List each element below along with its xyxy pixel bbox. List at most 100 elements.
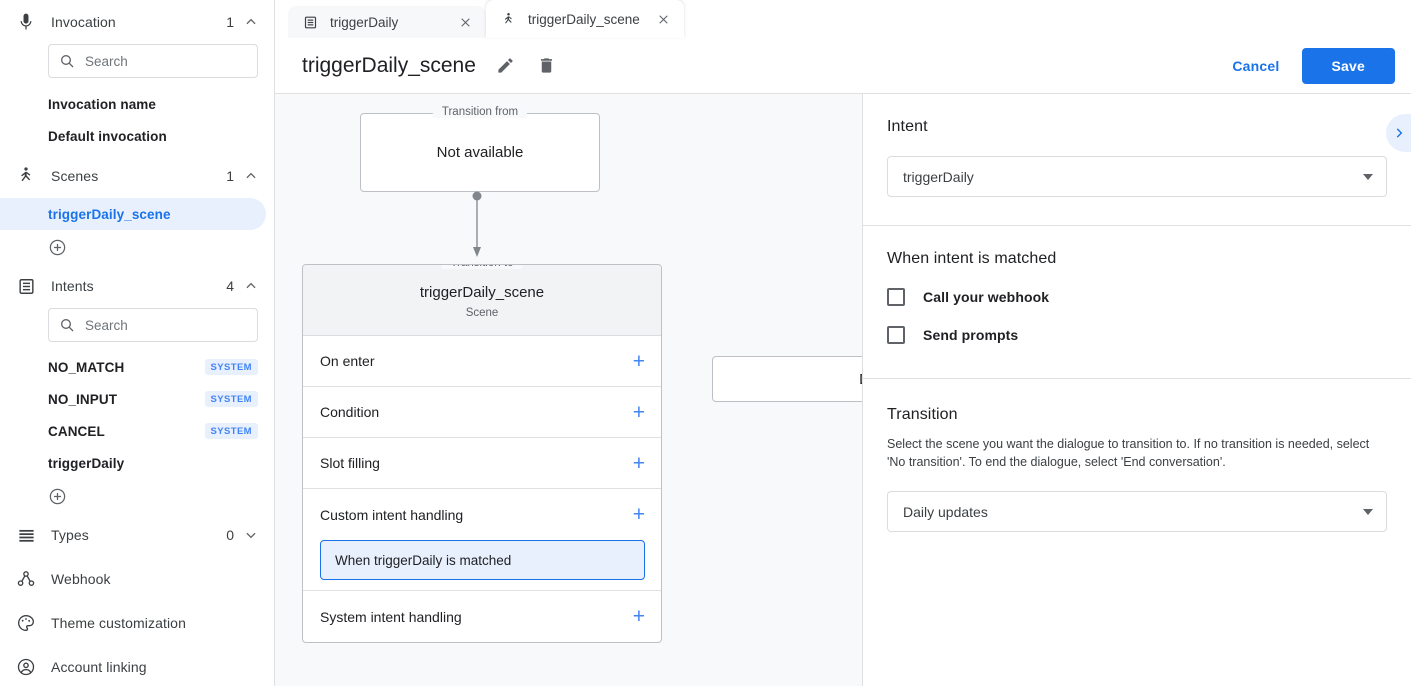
sidebar-item-triggerdaily[interactable]: triggerDaily xyxy=(0,447,274,479)
chevron-up-icon[interactable] xyxy=(244,169,258,183)
chevron-up-icon[interactable] xyxy=(244,279,258,293)
search-input[interactable] xyxy=(85,317,262,333)
scene-card-header: triggerDaily_scene Scene xyxy=(303,265,661,336)
intents-list-icon xyxy=(14,274,38,298)
add-scene-button[interactable] xyxy=(0,230,274,264)
transition-from-legend: Transition from xyxy=(432,106,528,118)
sidebar-item-label: CANCEL xyxy=(48,423,105,439)
trash-icon[interactable] xyxy=(536,55,558,77)
tab-bar: triggerDaily triggerDaily_scene xyxy=(275,0,1411,38)
scene-row-on-enter[interactable]: On enter + xyxy=(303,336,661,387)
tab-label: triggerDaily_scene xyxy=(528,11,640,27)
intents-search-wrap xyxy=(0,308,274,342)
sidebar-item-label: Webhook xyxy=(51,571,111,587)
search-input[interactable] xyxy=(85,53,262,69)
invocation-search[interactable] xyxy=(48,44,262,78)
status-badge: SYSTEM xyxy=(204,423,258,439)
sidebar-item-label: NO_INPUT xyxy=(48,391,118,407)
sidebar-item-no-input[interactable]: NO_INPUT SYSTEM xyxy=(0,383,274,415)
chevron-down-icon[interactable] xyxy=(244,528,258,542)
chevron-up-icon[interactable] xyxy=(244,15,258,29)
intent-block: Intent triggerDaily xyxy=(863,94,1411,226)
checkbox-send-prompts[interactable]: Send prompts xyxy=(887,326,1387,344)
scene-row-label: Condition xyxy=(320,404,380,420)
editor-body: Transition from Not available Transition… xyxy=(275,94,1411,686)
sidebar-item-label: triggerDaily_scene xyxy=(48,206,171,222)
chevron-right-icon[interactable] xyxy=(1386,114,1411,152)
checkbox-label: Call your webhook xyxy=(923,289,1050,305)
transition-to-legend: Transition to xyxy=(441,265,523,269)
search-icon xyxy=(61,55,74,68)
types-lines-icon xyxy=(14,523,38,547)
intent-select[interactable]: triggerDaily xyxy=(887,156,1387,197)
intent-icon xyxy=(303,14,319,30)
scene-row-system-intent-handling[interactable]: System intent handling + xyxy=(303,591,661,642)
connector-arrow-down xyxy=(472,191,482,257)
sidebar-item-triggerdaily-scene[interactable]: triggerDaily_scene xyxy=(0,198,266,230)
sidebar-section-count: 4 xyxy=(226,278,234,294)
sidebar-section-intents[interactable]: Intents 4 xyxy=(0,264,274,308)
sidebar-section-count: 1 xyxy=(226,14,234,30)
scene-card-subtitle: Scene xyxy=(465,307,499,319)
sidebar-item-theme-customization[interactable]: Theme customization xyxy=(0,601,274,645)
tab-triggerdaily[interactable]: triggerDaily xyxy=(288,6,486,38)
main-area: triggerDaily triggerDaily_scene triggerD… xyxy=(275,0,1411,686)
checkbox-call-your-webhook[interactable]: Call your webhook xyxy=(887,288,1387,306)
sidebar-item-default-invocation[interactable]: Default invocation xyxy=(0,120,274,152)
scene-person-icon xyxy=(14,164,38,188)
checkbox-box[interactable] xyxy=(887,326,905,344)
plus-icon[interactable]: + xyxy=(632,503,645,526)
plus-icon[interactable]: + xyxy=(632,400,645,424)
sidebar-item-no-match[interactable]: NO_MATCH SYSTEM xyxy=(0,351,274,383)
sidebar-section-invocation[interactable]: Invocation 1 xyxy=(0,0,274,44)
sidebar-item-label: Account linking xyxy=(51,659,147,675)
scene-row-condition[interactable]: Condition + xyxy=(303,387,661,438)
scene-row-label: On enter xyxy=(320,353,375,369)
pencil-icon[interactable] xyxy=(495,55,517,77)
when-intent-matched-block: When intent is matched Call your webhook… xyxy=(863,226,1411,379)
sidebar-section-count: 0 xyxy=(226,527,234,543)
account-circle-icon xyxy=(14,655,38,679)
sidebar-section-label: Scenes xyxy=(51,168,99,184)
close-icon[interactable] xyxy=(457,14,473,30)
search-icon xyxy=(61,319,74,332)
sidebar-item-label: Theme customization xyxy=(51,615,186,631)
transition-target-value: Dail xyxy=(859,371,862,388)
tab-label: triggerDaily xyxy=(330,14,399,30)
tab-triggerdaily-scene[interactable]: triggerDaily_scene xyxy=(486,0,684,38)
scene-graph-canvas[interactable]: Transition from Not available Transition… xyxy=(275,94,862,686)
scene-row-label: Custom intent handling xyxy=(320,506,464,523)
sidebar-item-label: triggerDaily xyxy=(48,455,125,471)
palette-icon xyxy=(14,611,38,635)
transition-target-node[interactable]: Tr Dail xyxy=(712,356,862,402)
scene-card-title: triggerDaily_scene xyxy=(419,284,545,301)
chevron-down-icon xyxy=(1363,173,1373,180)
scene-row-label: System intent handling xyxy=(320,608,462,625)
scene-row-custom-intent-handling[interactable]: Custom intent handling + xyxy=(303,489,661,540)
transition-select[interactable]: Daily updates xyxy=(887,491,1387,533)
intent-handler-chip[interactable]: When triggerDaily is matched xyxy=(320,540,645,580)
save-button[interactable]: Save xyxy=(1301,47,1395,84)
sidebar-item-cancel[interactable]: CANCEL SYSTEM xyxy=(0,415,274,447)
sidebar-section-scenes[interactable]: Scenes 1 xyxy=(0,154,274,198)
close-icon[interactable] xyxy=(655,11,671,27)
plus-icon[interactable]: + xyxy=(632,349,645,373)
sidebar-item-label: NO_MATCH xyxy=(48,359,125,375)
transition-select-value: Daily updates xyxy=(903,503,988,520)
sidebar-item-invocation-name[interactable]: Invocation name xyxy=(0,88,274,120)
scene-row-slot-filling[interactable]: Slot filling + xyxy=(303,438,661,489)
plus-icon[interactable]: + xyxy=(632,451,645,475)
transition-to-scene-card[interactable]: Transition to triggerDaily_scene Scene O… xyxy=(302,264,662,643)
sidebar-item-account-linking[interactable]: Account linking xyxy=(0,645,274,686)
cancel-button[interactable]: Cancel xyxy=(1220,50,1291,82)
transition-from-node[interactable]: Transition from Not available xyxy=(360,106,600,192)
intents-search[interactable] xyxy=(48,308,262,342)
custom-intent-handlers: When triggerDaily is matched xyxy=(303,540,661,591)
plus-icon[interactable]: + xyxy=(632,605,645,628)
intent-handler-label: When triggerDaily is matched xyxy=(335,552,512,568)
status-badge: SYSTEM xyxy=(204,391,258,407)
add-intent-button[interactable] xyxy=(0,479,274,513)
sidebar-item-webhook[interactable]: Webhook xyxy=(0,557,274,601)
checkbox-box[interactable] xyxy=(887,288,905,306)
sidebar-section-types[interactable]: Types 0 xyxy=(0,513,274,557)
